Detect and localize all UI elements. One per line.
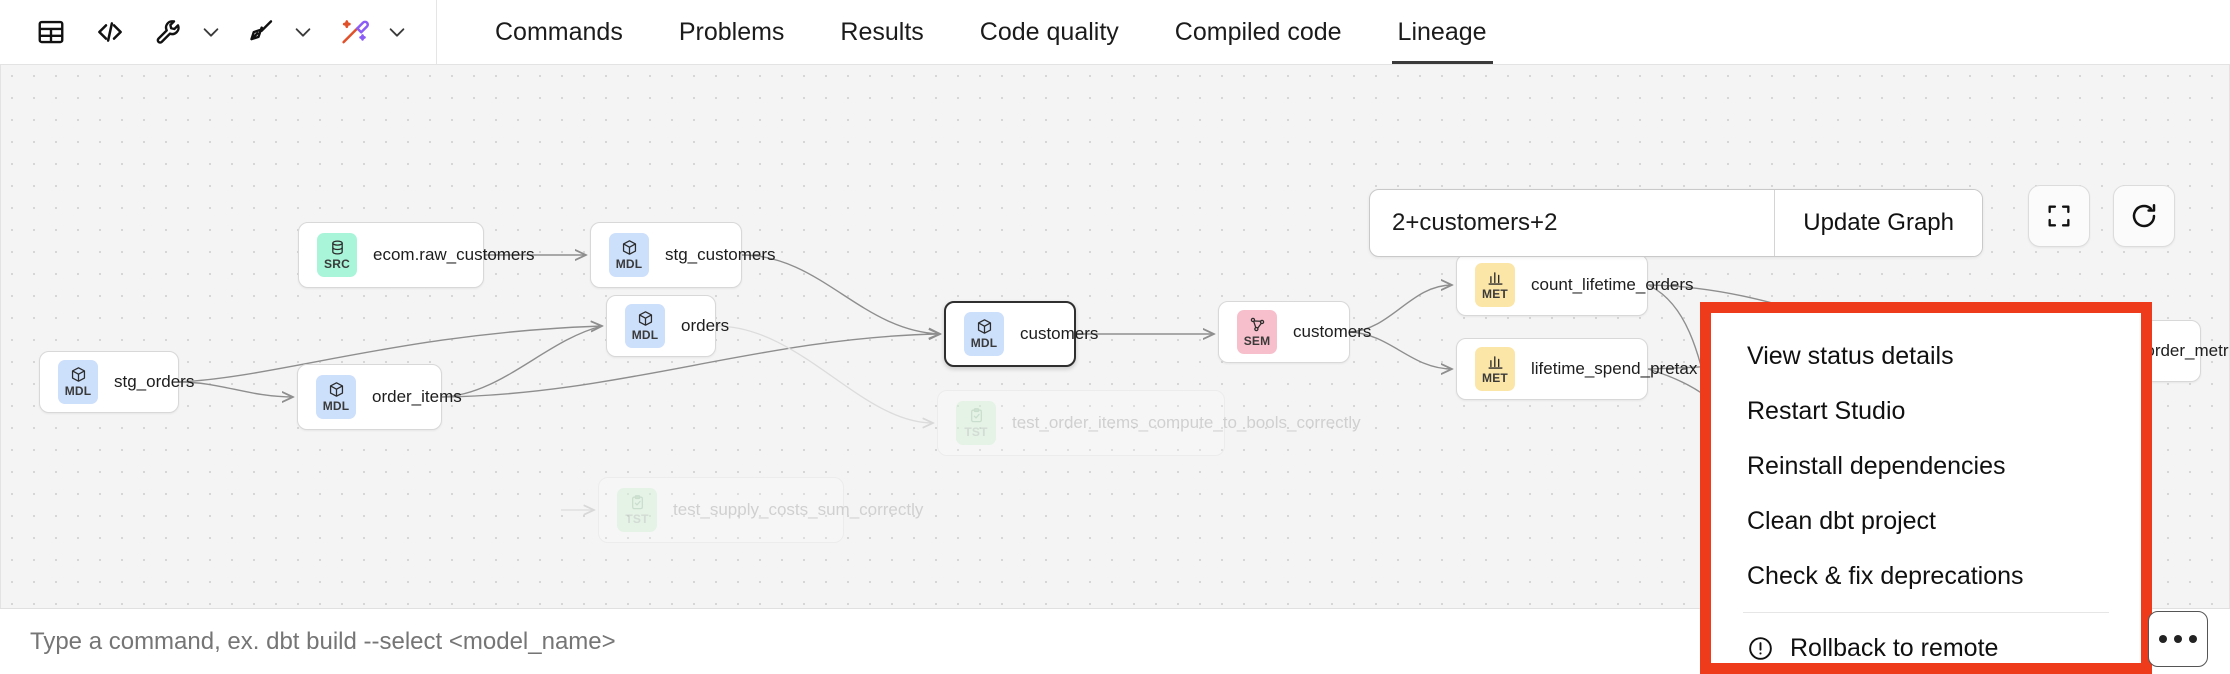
tst-badge: TST: [617, 488, 657, 532]
command-input[interactable]: [0, 627, 1923, 656]
badge-type-label: MDL: [64, 384, 92, 398]
mdl-icon: [621, 239, 638, 256]
mdl-badge: MDL: [58, 360, 98, 404]
lineage-node-lifetime_spend_pretax[interactable]: MET lifetime_spend_pretax: [1456, 338, 1697, 400]
badge-type-label: MDL: [631, 328, 659, 342]
menu-item-reinstall-dependencies[interactable]: Reinstall dependencies: [1747, 452, 2006, 480]
tst-icon: [968, 407, 985, 424]
lineage-node-count_lifetime_orders[interactable]: MET count_lifetime_orders: [1456, 254, 1694, 316]
met-icon: [1487, 353, 1504, 370]
node-label: test_supply_costs_sum_correctly: [673, 500, 924, 520]
met-badge: MET: [1475, 263, 1515, 307]
menu-item-clean-dbt-project[interactable]: Clean dbt project: [1747, 507, 1937, 535]
wrench-icon[interactable]: [140, 9, 198, 55]
tst-icon: [629, 494, 646, 511]
menu-item-rollback-to-remote[interactable]: Rollback to remote: [1711, 621, 2141, 674]
lineage-node-order_items[interactable]: MDL order_items: [297, 364, 462, 430]
code-icon[interactable]: [80, 9, 140, 55]
fit-to-screen-button[interactable]: [2028, 185, 2090, 247]
tab-code-quality[interactable]: Code quality: [979, 17, 1119, 46]
lineage-node-customers_mdl[interactable]: MDL customers: [944, 301, 1098, 367]
src-icon: [329, 239, 346, 256]
tab-results[interactable]: Results: [840, 17, 924, 46]
met-badge: MET: [1475, 347, 1515, 391]
format-menu[interactable]: [232, 9, 324, 55]
selector-divider: [1774, 190, 1776, 256]
magic-wand-icon[interactable]: [324, 9, 384, 55]
badge-type-label: MDL: [615, 257, 643, 271]
mdl-badge: MDL: [609, 233, 649, 277]
tst-badge: TST: [956, 401, 996, 445]
node-label: order_items: [372, 387, 462, 406]
mdl-badge: MDL: [625, 304, 665, 348]
tab-commands[interactable]: Commands: [495, 17, 623, 46]
badge-type-label: MDL: [970, 336, 998, 350]
table-icon[interactable]: [22, 9, 80, 55]
badge-type-label: SRC: [324, 257, 350, 271]
menu-item-check-fix-deprecations[interactable]: Check & fix deprecations: [1747, 562, 2024, 590]
menu-item-label: Rollback to remote: [1790, 634, 1999, 662]
chevron-down-icon[interactable]: [290, 9, 324, 55]
dot-icon: [2159, 635, 2167, 643]
node-label: orders: [681, 316, 730, 335]
menu-item-view-status-details[interactable]: View status details: [1747, 342, 1954, 370]
node-label: stg_orders: [114, 372, 195, 391]
src-badge: SRC: [317, 233, 357, 277]
mdl-icon: [637, 310, 654, 327]
mdl-icon: [328, 381, 345, 398]
broom-icon[interactable]: [232, 9, 290, 55]
node-label: test_order_items_compute_to_bools_correc…: [1012, 413, 1361, 433]
node-label: ecom.raw_customers: [373, 245, 535, 264]
lineage-node-orders[interactable]: MDL orders: [606, 295, 729, 357]
tab-lineage[interactable]: Lineage: [1370, 0, 1515, 64]
menu-item-restart-studio[interactable]: Restart Studio: [1747, 397, 1906, 425]
badge-type-label: SEM: [1243, 334, 1271, 348]
wrench-menu[interactable]: [140, 9, 232, 55]
dbt-selector-input[interactable]: [1370, 190, 1775, 256]
badge-type-label: MDL: [322, 399, 350, 413]
tab-problems[interactable]: Problems: [678, 17, 785, 46]
badge-type-label: TST: [625, 512, 649, 526]
dot-icon: [2174, 635, 2182, 643]
tab-compiled-code[interactable]: Compiled code: [1174, 17, 1342, 46]
mdl-icon: [70, 366, 87, 383]
warning-circle-icon: [1747, 635, 1774, 662]
menu-divider: [1743, 612, 2109, 613]
mdl-icon: [976, 318, 993, 335]
badge-type-label: TST: [964, 425, 988, 439]
update-graph-button[interactable]: Update Graph: [1775, 190, 1982, 256]
node-label: stg_customers: [665, 245, 776, 264]
app-header: Commands Problems Results Code quality Compi…: [0, 0, 2230, 65]
dbt-selector-box[interactable]: Update Graph: [1369, 189, 1983, 257]
sem-badge: SEM: [1237, 310, 1277, 354]
chevron-down-icon[interactable]: [198, 9, 232, 55]
node-label: customers: [1293, 322, 1372, 341]
node-label: customers: [1020, 324, 1099, 343]
node-label: lifetime_spend_pretax: [1531, 359, 1698, 378]
chevron-down-icon[interactable]: [384, 9, 418, 55]
sem-icon: [1249, 316, 1266, 333]
node-label: count_lifetime_orders: [1531, 275, 1694, 294]
panel-tabs: Commands Problems Results Code quality Compi…: [467, 0, 1515, 64]
badge-type-label: MET: [1482, 371, 1508, 385]
met-icon: [1487, 269, 1504, 286]
toolbar-divider: [436, 0, 437, 65]
ai-assist-menu[interactable]: [324, 9, 418, 55]
mdl-badge: MDL: [964, 312, 1004, 356]
more-options-button[interactable]: [2148, 611, 2208, 667]
mdl-badge: MDL: [316, 375, 356, 419]
badge-type-label: MET: [1482, 287, 1508, 301]
lineage-node-stg_customers[interactable]: MDL stg_customers: [590, 222, 776, 288]
lineage-node-test_supply_costs: TST test_supply_costs_sum_correctly: [598, 477, 923, 543]
editor-toolbar: [0, 0, 437, 65]
refresh-graph-button[interactable]: [2113, 185, 2175, 247]
lineage-node-test_order_items: TST test_order_items_compute_to_bools_cor…: [937, 390, 1361, 456]
dot-icon: [2189, 635, 2197, 643]
lineage-node-stg_orders[interactable]: MDL stg_orders: [39, 351, 194, 413]
lineage-node-customers_sem[interactable]: SEM customers: [1218, 301, 1371, 363]
lineage-node-ecom_raw_customers[interactable]: SRC ecom.raw_customers: [298, 222, 535, 288]
